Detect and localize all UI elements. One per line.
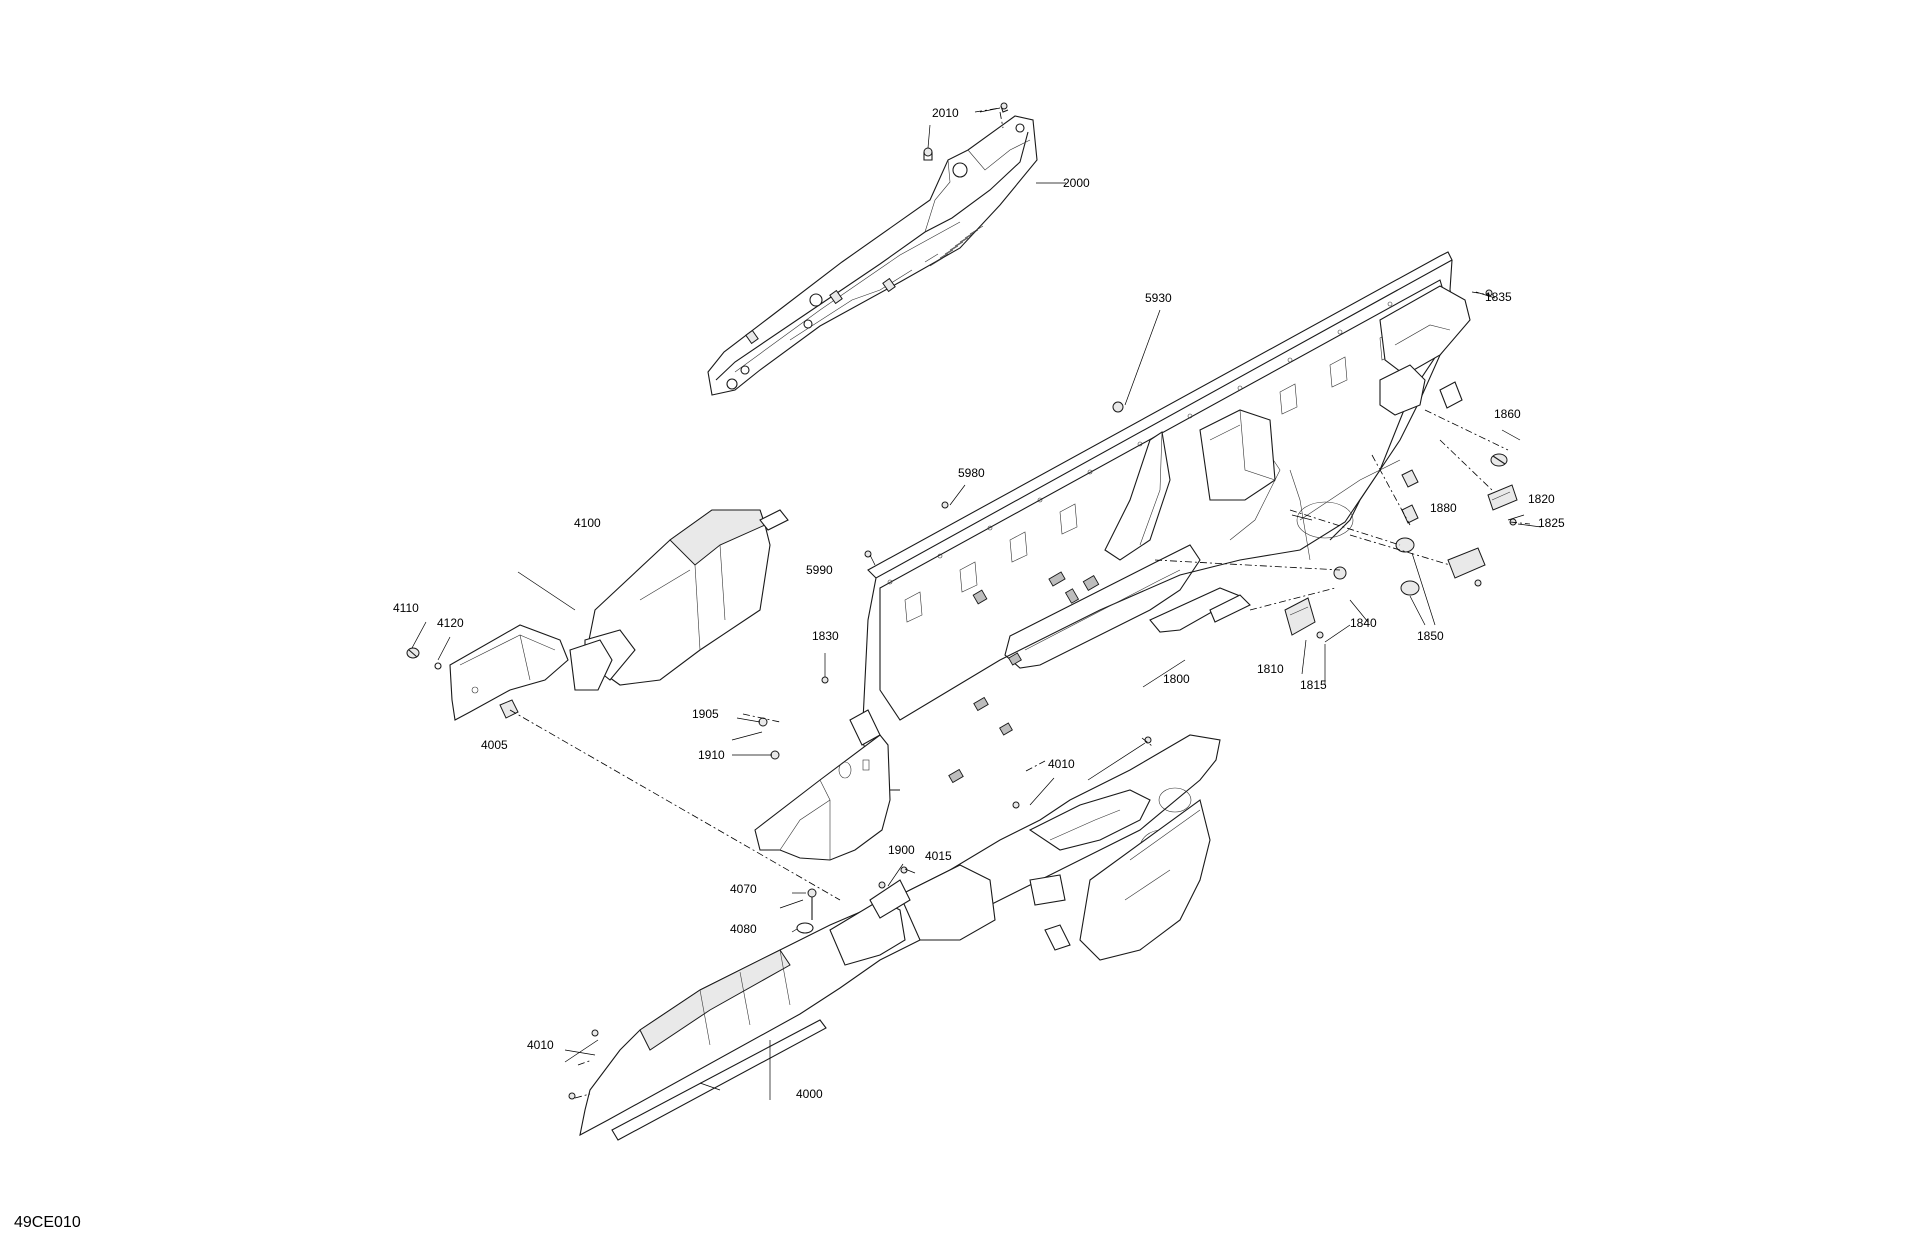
label-1825: 1825 (1538, 516, 1565, 530)
bolt-2010 (923, 102, 1009, 161)
label-1900: 1900 (888, 843, 915, 857)
label-4110: 4110 (393, 601, 419, 615)
label-4000: 4000 (796, 1087, 823, 1101)
label-5930: 5930 (1145, 291, 1172, 305)
drawing-code: 49CE010 (14, 1214, 81, 1231)
label-2010: 2010 (932, 106, 959, 120)
label-1860: 1860 (1494, 407, 1521, 421)
leader-lines (411, 107, 1542, 1100)
rear-wall-1800 (754, 251, 1471, 861)
label-4120: 4120 (437, 616, 464, 630)
label-4010-bottom: 4010 (527, 1038, 554, 1052)
label-1880: 1880 (1430, 501, 1457, 515)
label-1910: 1910 (698, 748, 725, 762)
label-1850: 1850 (1417, 629, 1444, 643)
bracket-4005 (449, 624, 569, 721)
label-1820: 1820 (1528, 492, 1555, 506)
label-1830: 1830 (812, 629, 839, 643)
panel-2000 (707, 115, 1038, 396)
label-1835: 1835 (1485, 290, 1512, 304)
floor-4000 (579, 734, 1221, 1141)
label-4010-top: 4010 (1048, 757, 1075, 771)
label-1815: 1815 (1300, 678, 1327, 692)
label-4100: 4100 (574, 516, 601, 530)
label-5990: 5990 (806, 563, 833, 577)
label-4005: 4005 (481, 738, 508, 752)
label-2000: 2000 (1063, 176, 1090, 190)
label-4015: 4015 (925, 849, 952, 863)
part-labels: 2010 2000 1835 5930 1860 5980 1820 1880 … (393, 106, 1565, 1101)
label-5980: 5980 (958, 466, 985, 480)
label-4080: 4080 (730, 922, 757, 936)
label-1840: 1840 (1350, 616, 1377, 630)
screw-4110 (406, 647, 442, 670)
label-4070: 4070 (730, 882, 757, 896)
dash-lines (509, 107, 1531, 1099)
cover-4100 (569, 509, 789, 691)
fasteners-right (568, 289, 1518, 1100)
label-1800: 1800 (1163, 672, 1190, 686)
label-1810: 1810 (1257, 662, 1284, 676)
label-1905: 1905 (692, 707, 719, 721)
